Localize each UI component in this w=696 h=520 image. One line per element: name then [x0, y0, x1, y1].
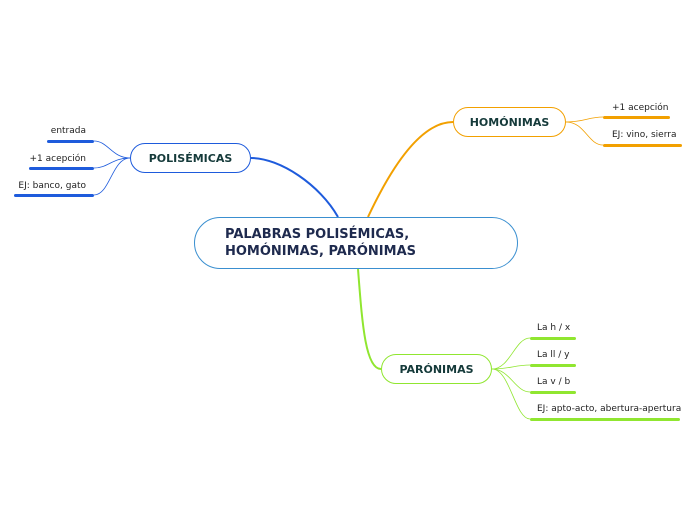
subtopic-poli-ejemplo[interactable]: EJ: banco, gato [18, 181, 86, 191]
subtopic-poli-acepcion-underline [29, 167, 94, 170]
subtopic-paro-ll-y[interactable]: La ll / y [537, 350, 570, 360]
link-poli-entrada [93, 140, 131, 159]
subtopic-paro-v-b[interactable]: La v / b [537, 377, 571, 387]
link-central-homonimas [367, 121, 454, 218]
topic-paronimas-label: PARÓNIMAS [399, 362, 474, 376]
topic-homonimas-label: HOMÓNIMAS [469, 115, 550, 129]
subtopic-paro-h-x-underline [530, 337, 576, 340]
central-topic-text: PALABRAS POLISÉMICAS, HOMÓNIMAS, PARÓNIM… [225, 226, 416, 260]
subtopic-homo-ejemplo-underline [603, 144, 682, 147]
link-paro-v [491, 368, 531, 393]
link-paro-h [491, 337, 531, 370]
link-central-paronimas [357, 268, 382, 370]
topic-polisemicas-label: POLISÉMICAS [148, 151, 233, 165]
subtopic-entrada-underline [47, 140, 94, 143]
central-topic-node[interactable]: PALABRAS POLISÉMICAS, HOMÓNIMAS, PARÓNIM… [194, 217, 518, 269]
subtopic-paro-ejemplo[interactable]: EJ: apto-acto, abertura-apertura [537, 404, 682, 414]
link-paro-ll [491, 364, 531, 370]
subtopic-poli-ejemplo-underline [14, 194, 94, 197]
topic-homonimas[interactable]: HOMÓNIMAS [453, 107, 566, 137]
link-homo-acepcion [565, 116, 604, 123]
link-homo-ej [565, 121, 604, 146]
link-poli-ej [93, 157, 131, 196]
topic-polisemicas[interactable]: POLISÉMICAS [130, 143, 251, 173]
link-poli-acepcion [93, 157, 131, 169]
subtopic-paro-ll-y-underline [530, 364, 576, 367]
link-central-polisemicas [250, 157, 339, 218]
subtopic-poli-acepcion[interactable]: +1 acepción [29, 154, 86, 164]
subtopic-paro-v-b-underline [530, 391, 576, 394]
link-paro-ej [491, 368, 531, 420]
subtopic-homo-ejemplo[interactable]: EJ: vino, sierra [612, 130, 677, 140]
subtopic-paro-ejemplo-underline [530, 418, 680, 421]
subtopic-paro-h-x[interactable]: La h / x [537, 323, 571, 333]
topic-paronimas[interactable]: PARÓNIMAS [381, 354, 492, 384]
subtopic-homo-acepcion[interactable]: +1 acepción [612, 103, 669, 113]
central-topic-line2: HOMÓNIMAS, PARÓNIMAS [225, 244, 416, 259]
subtopic-entrada[interactable]: entrada [50, 126, 86, 136]
subtopic-homo-acepcion-underline [603, 116, 670, 119]
central-topic-line1: PALABRAS POLISÉMICAS, [225, 227, 410, 242]
